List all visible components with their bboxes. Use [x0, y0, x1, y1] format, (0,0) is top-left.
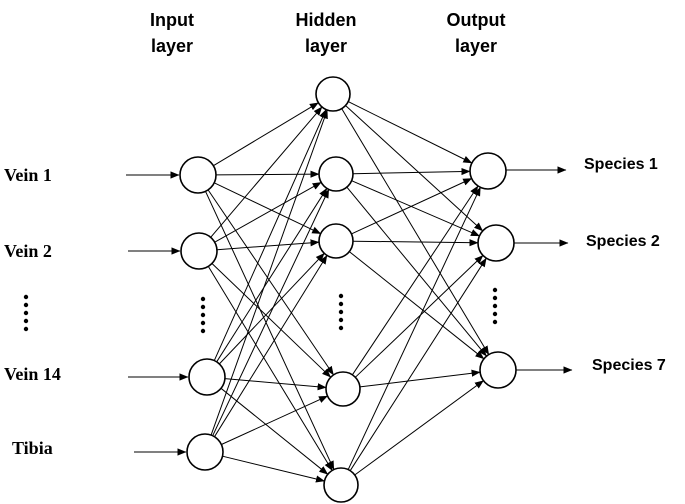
output-node-species-2	[477, 224, 515, 262]
output-label-species-2: Species 2	[586, 233, 660, 250]
input-hidden-edge-4-2	[212, 188, 330, 436]
input-hidden-edge-2-2	[214, 181, 322, 243]
input-hidden-edge-3-3	[219, 252, 325, 365]
hidden-node-3	[318, 223, 354, 259]
hidden-output-edge-3-3	[348, 251, 485, 360]
hidden-layer-title-line1: Hidden	[296, 10, 357, 30]
hidden-output-edge-2-1	[352, 167, 471, 176]
input-node-vein-1	[179, 156, 217, 194]
input-layer-title-line2: layer	[151, 36, 193, 56]
input-hidden-edge-2-4	[211, 263, 332, 378]
input-hidden-edge-2-1	[210, 106, 323, 238]
hidden-output-edge-1-1	[347, 101, 473, 164]
hidden-output-edge-4-1	[351, 185, 479, 376]
input-label-vein-14: Vein 14	[4, 364, 61, 384]
input-hidden-edge-2-3	[216, 239, 320, 251]
hidden-layer-title-line2: layer	[305, 36, 347, 56]
input-node-vein-2	[180, 232, 218, 270]
input-hidden-edge-4-1	[210, 109, 328, 436]
hidden-output-edge-5-2	[349, 257, 487, 471]
output-layer-title-line1: Output	[447, 10, 506, 30]
output-layer-title-line2: layer	[455, 36, 497, 56]
hidden-output-edge-2-3	[346, 186, 487, 357]
input-hidden-edge-3-2	[216, 187, 328, 363]
input-label-vein-2: Vein 2	[4, 241, 52, 261]
input-node-vein-14	[188, 358, 226, 396]
hidden-output-edge-5-3	[354, 380, 484, 476]
input-hidden-edge-3-4	[224, 378, 327, 391]
input-hidden-edge-4-4	[221, 395, 328, 445]
hidden-node-2	[318, 156, 354, 192]
input-hidden-edge-1-1	[213, 102, 319, 167]
input-hidden-edge-4-3	[214, 255, 328, 437]
output-node-species-7	[479, 351, 517, 389]
hidden-output-edge-5-1	[347, 186, 481, 470]
input-hidden-edge-3-1	[213, 109, 327, 361]
connection-edges	[205, 101, 490, 483]
input-label-tibia: Tibia	[12, 438, 53, 458]
output-label-species-7: Species 7	[592, 357, 666, 374]
input-hidden-edge-1-3	[213, 182, 322, 235]
hidden-node-5	[323, 467, 359, 503]
input-label-vein-1: Vein 1	[4, 165, 52, 185]
hidden-output-edge-1-3	[341, 108, 490, 355]
input-label-ellipsis	[23, 294, 29, 332]
hidden-output-edge-4-3	[359, 369, 481, 388]
hidden-output-edge-2-2	[351, 180, 480, 237]
hidden-node-4	[325, 371, 361, 407]
hidden-node-ellipsis	[338, 293, 344, 331]
hidden-output-edge-3-2	[352, 239, 479, 247]
input-hidden-edge-1-4	[207, 189, 334, 376]
input-hidden-edge-1-5	[205, 191, 335, 471]
input-hidden-edge-1-2	[215, 170, 320, 178]
input-hidden-edge-4-5	[222, 455, 325, 483]
hidden-node-1	[315, 76, 351, 112]
input-node-tibia	[186, 433, 224, 471]
input-hidden-edge-3-5	[220, 387, 329, 475]
output-label-species-1: Species 1	[584, 156, 658, 173]
output-node-species-1	[469, 152, 507, 190]
hidden-output-edge-1-2	[345, 105, 484, 232]
output-node-ellipsis	[492, 287, 498, 325]
input-node-ellipsis	[200, 296, 206, 334]
input-hidden-edge-2-5	[207, 266, 333, 471]
hidden-output-edge-3-1	[351, 178, 473, 235]
hidden-output-edge-4-2	[354, 255, 484, 378]
input-layer-title-line1: Input	[150, 10, 194, 30]
